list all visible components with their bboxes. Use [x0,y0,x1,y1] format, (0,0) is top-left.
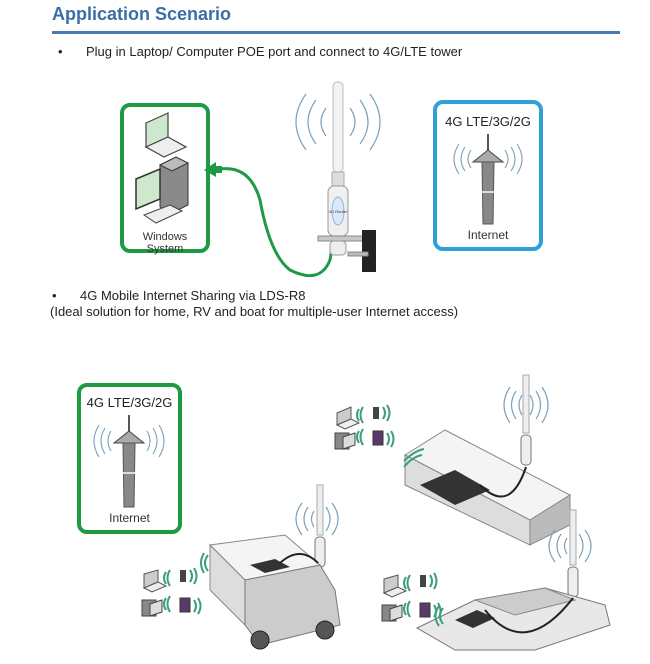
wifi-icon [200,552,209,574]
wifi-icon [193,597,202,615]
tablet-icon [179,597,191,613]
wifi-icon [434,605,444,627]
wifi-icon [403,448,425,468]
scenario1-text: Plug in Laptop/ Computer POE port and co… [86,44,463,59]
desktop-icon [334,432,356,450]
home-scene [403,374,572,546]
laptop-icon [335,406,361,430]
arrow-icon [204,162,216,177]
scenario2-text: 4G Mobile Internet Sharing via LDS-R8 [80,288,306,303]
tablet-icon [372,430,384,446]
laptop-icon [382,574,408,598]
router-icon [420,470,490,505]
boat-client-devices [381,572,442,622]
laptop-icon [142,569,168,593]
rv-client-devices [141,567,202,617]
scenario2-bullet-line: • 4G Mobile Internet Sharing via LDS-R8 [52,288,305,303]
cell-tower-box: 4G LTE/3G/2G Internet [433,100,543,251]
tablet-icon [419,602,431,618]
bullet-icon: • [58,44,63,59]
signal-waves-icon [295,93,381,151]
scenario2-subtext: (Ideal solution for home, RV and boat fo… [50,304,459,319]
title-divider [52,31,620,34]
signal-waves-icon [453,143,523,175]
wifi-icon [356,406,364,424]
wifi-icon [356,428,364,446]
signal-waves-icon [503,386,549,424]
signal-waves-icon [548,529,592,563]
laptop-icon [144,112,188,158]
wifi-icon [429,572,438,590]
section-title: Application Scenario [52,4,232,24]
cell-tower-icon [453,134,523,225]
svg-text:4G Router: 4G Router [329,209,348,214]
scenario1-bullet-line: • Plug in Laptop/ Computer POE port and c… [58,44,462,59]
router-icon [455,610,495,628]
desktop-computer-icon [135,156,190,224]
home-client-devices [334,404,395,450]
phone-icon [420,575,426,587]
wifi-icon [163,569,171,587]
bullet-icon: • [52,288,57,303]
wifi-icon [163,595,171,613]
rv-scene [200,484,341,650]
cell-tower-icon [93,415,165,508]
wifi-icon [403,574,411,592]
cell-tower-box-2: 4G LTE/3G/2G Internet [77,383,182,534]
outdoor-antenna-icon: 4G Router [295,81,381,272]
phone-icon [373,407,379,419]
phone-icon [180,570,186,582]
wifi-icon [189,567,198,585]
network-types-label: 4G LTE/3G/2G [445,114,531,129]
wifi-icon [386,430,395,448]
desktop-icon [141,599,163,617]
windows-system-box: Windows System [120,103,210,255]
windows-system-label: Windows System [142,231,188,255]
wifi-icon [403,600,411,618]
wifi-icon [382,404,391,422]
desktop-icon [381,604,403,622]
internet-label: Internet [467,228,509,242]
boat-scene [415,509,611,651]
internet-label: Internet [109,511,150,525]
network-types-label: 4G LTE/3G/2G [86,395,173,410]
signal-waves-icon [93,424,165,458]
